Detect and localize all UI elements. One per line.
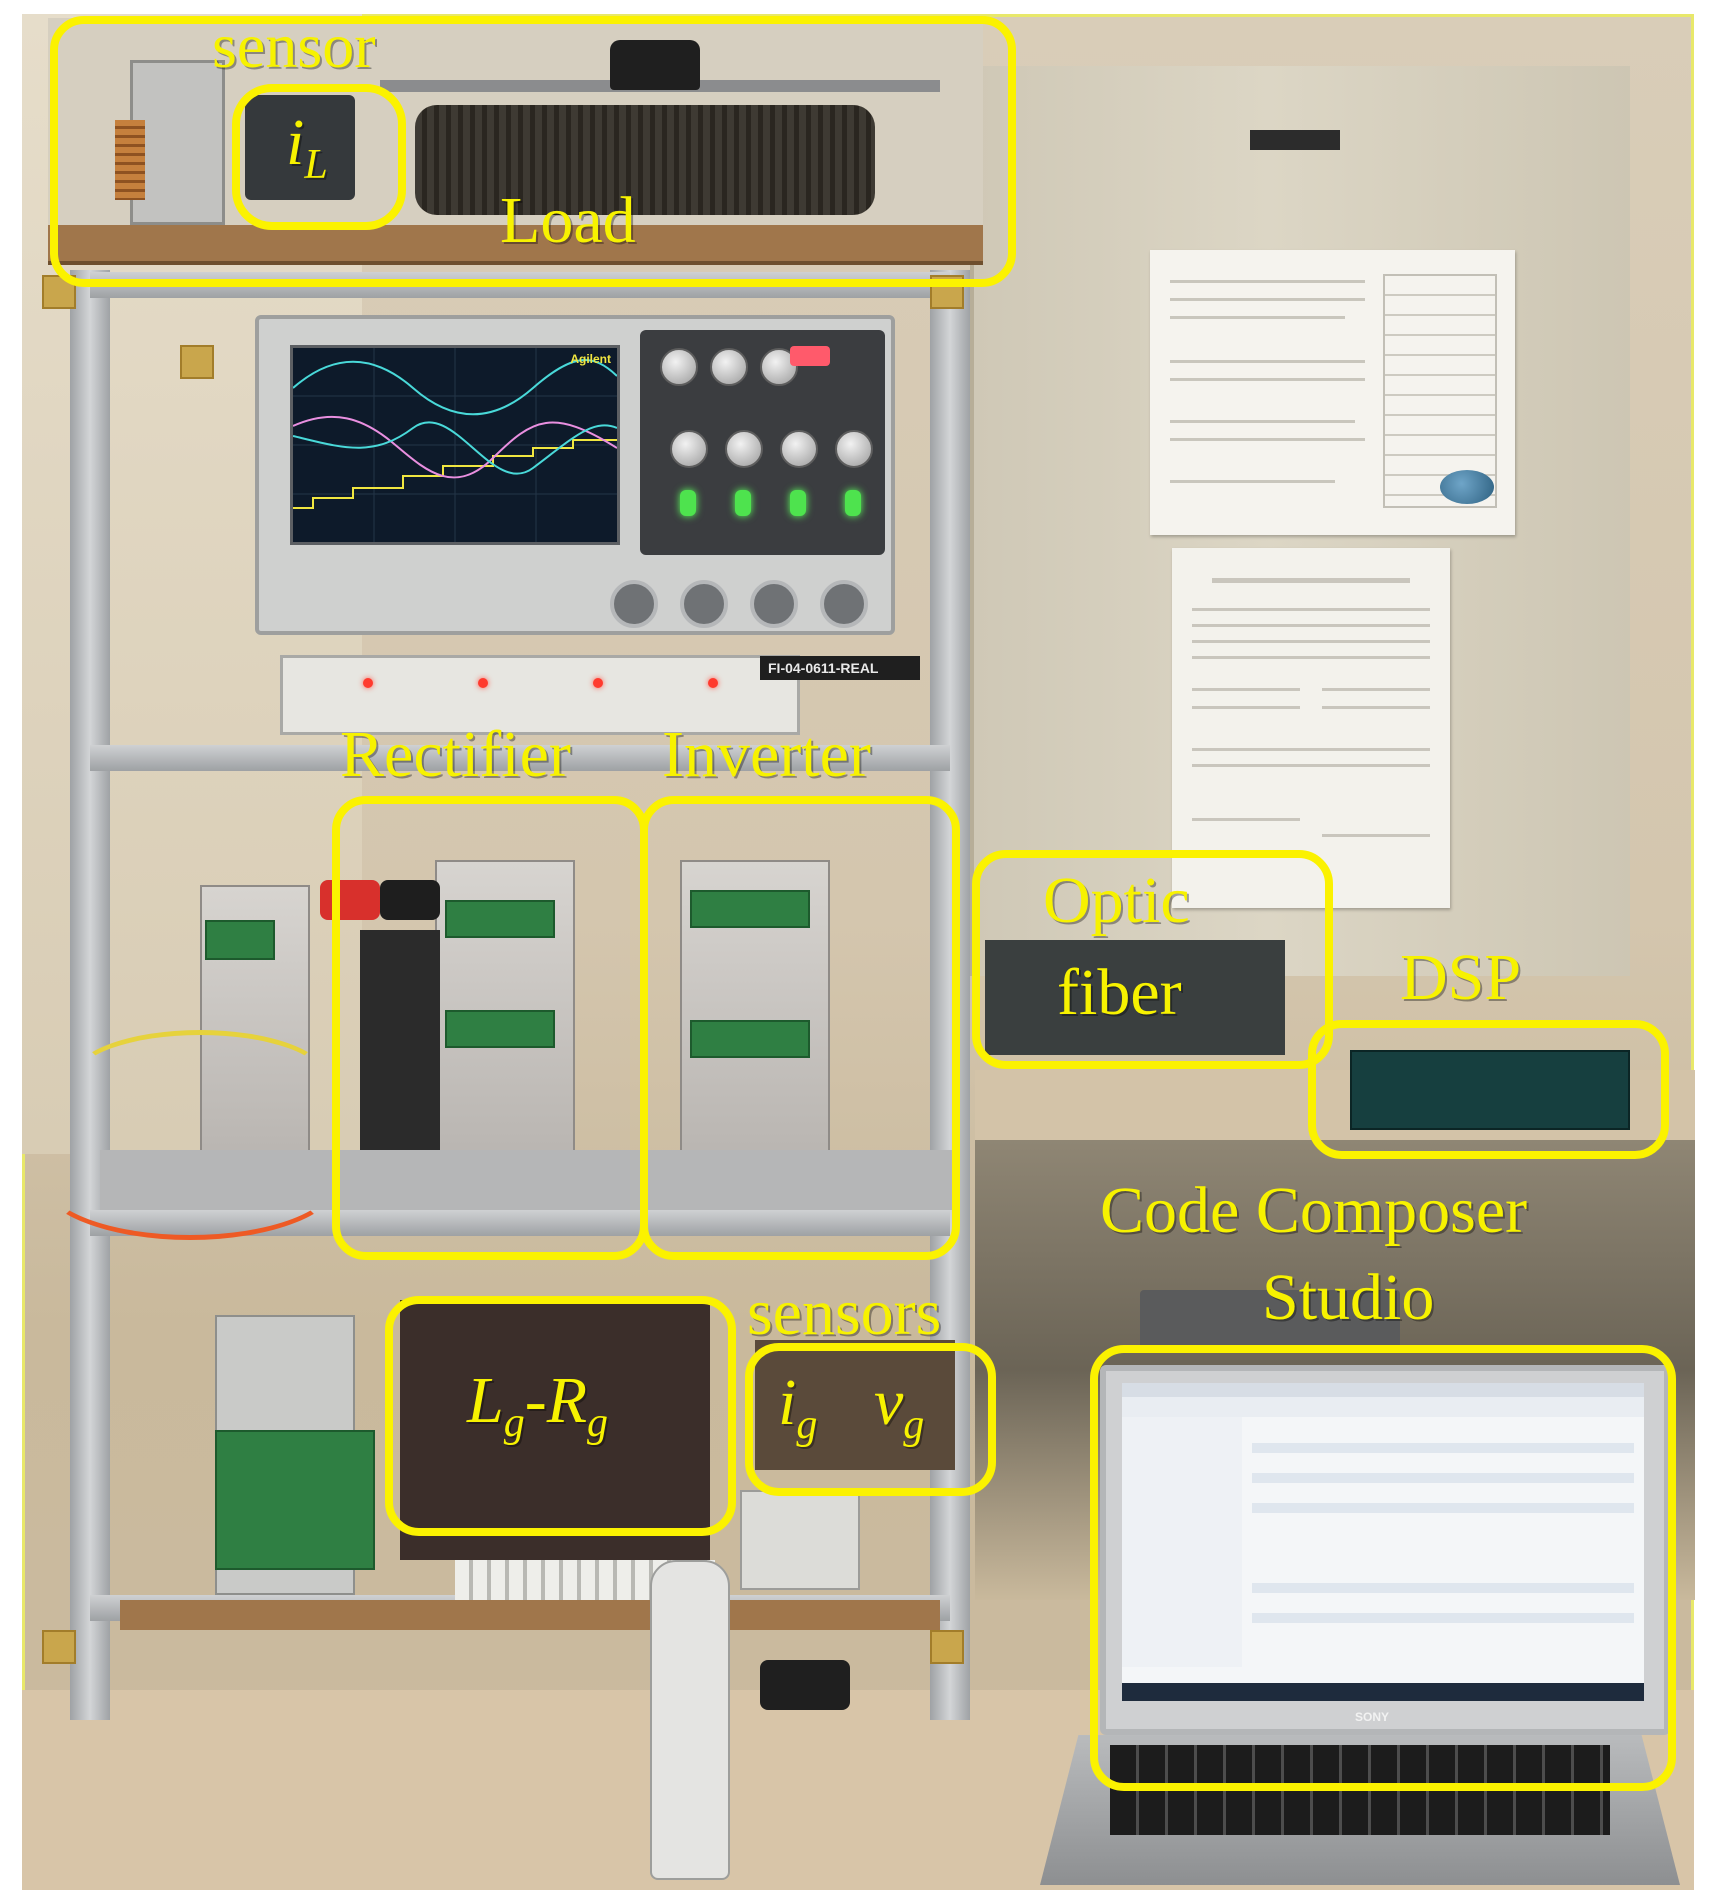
- scope-knob[interactable]: [780, 430, 818, 468]
- optic-fiber-annotation-box: [972, 850, 1333, 1069]
- load-annotation-box: [50, 16, 1016, 287]
- grid-current-symbol: i: [778, 1366, 797, 1439]
- orange-cable: [40, 1120, 340, 1240]
- rack-bracket: [180, 345, 214, 379]
- fiber-label: fiber: [1057, 956, 1182, 1029]
- resistor-slider-knob: [610, 40, 700, 90]
- probe-box: [760, 1660, 850, 1710]
- channel-led: [735, 490, 751, 516]
- optic-fiber-board: [985, 940, 1285, 1055]
- grid-inductance-subscript: g: [503, 1400, 525, 1446]
- grid-current-label: ig: [778, 1370, 818, 1448]
- pcb: [690, 890, 810, 928]
- grid-inductance-symbol: L: [467, 1364, 504, 1437]
- optic-label: Optic: [1043, 864, 1190, 937]
- top-shelf-board: [48, 225, 983, 265]
- probe-power-strip: [280, 655, 800, 735]
- code-composer-annotation-box: [1090, 1345, 1676, 1791]
- lower-board: [120, 1600, 940, 1630]
- posted-document-lower: [1172, 548, 1450, 908]
- rack-post-left: [70, 270, 110, 1720]
- load-sensor-annotation-box: [232, 84, 406, 230]
- grid-voltage-label: vg: [874, 1370, 925, 1448]
- grid-resistance-subscript: g: [587, 1400, 609, 1446]
- grid-impedance-dash: -: [524, 1364, 547, 1437]
- channel-led: [680, 490, 696, 516]
- input-port[interactable]: [820, 580, 868, 628]
- heatsink: [360, 930, 440, 1150]
- red-probe: [320, 880, 380, 920]
- mug: [1440, 470, 1494, 504]
- sensor-pcb: [215, 1430, 375, 1570]
- equipment-tag-text: FI-04-0611-REAL: [768, 660, 879, 676]
- pcb: [205, 920, 275, 960]
- transformer: [130, 60, 225, 225]
- grid-voltage-symbol: v: [874, 1366, 904, 1439]
- grid-impedance-label: Lg-Rg: [467, 1368, 609, 1446]
- grid-impedance-annotation-box: [385, 1296, 736, 1536]
- dsp-board-icon: [1350, 1050, 1630, 1130]
- inverter-label: Inverter: [662, 718, 871, 791]
- equipment-tag: FI-04-0611-REAL: [760, 656, 920, 680]
- pcb: [445, 1010, 555, 1048]
- laptop-brand: SONY: [1355, 1708, 1415, 1724]
- grid-sensors-annotation-box: [745, 1343, 996, 1496]
- resistive-load-icon: [415, 105, 875, 215]
- trigger-led: [790, 346, 830, 366]
- laptop-taskbar: [1122, 1683, 1644, 1701]
- input-port[interactable]: [680, 580, 728, 628]
- laptop-brand-text: SONY: [1355, 1710, 1390, 1724]
- rack-bracket: [930, 1630, 964, 1664]
- second-oscilloscope: [1140, 1290, 1400, 1350]
- rectifier-label: Rectifier: [340, 718, 571, 791]
- scope-knob[interactable]: [670, 430, 708, 468]
- grid-current-subscript: g: [796, 1402, 818, 1448]
- pcb: [690, 1020, 810, 1058]
- scope-knob[interactable]: [710, 348, 748, 386]
- grid-impedance-board: [400, 1300, 710, 1560]
- load-current-subscript: L: [304, 142, 328, 188]
- scope-knob[interactable]: [725, 430, 763, 468]
- grid-voltage-subscript: g: [903, 1402, 925, 1448]
- scope-knob[interactable]: [660, 348, 698, 386]
- scope-brand-label: Agilent: [570, 352, 611, 366]
- channel-led: [845, 490, 861, 516]
- black-probe: [380, 880, 440, 920]
- code-composer-label: Code Composer: [1100, 1174, 1528, 1247]
- input-port[interactable]: [610, 580, 658, 628]
- dsp-label: DSP: [1400, 941, 1522, 1014]
- rack-bracket: [42, 1630, 76, 1664]
- sensors-label: sensors: [747, 1276, 942, 1349]
- load-label: Load: [500, 184, 636, 257]
- sensor-top-label: sensor: [212, 10, 376, 81]
- circuit-breaker: [740, 1490, 860, 1590]
- load-current-symbol: i: [286, 106, 305, 179]
- input-port[interactable]: [750, 580, 798, 628]
- grid-sensor-board: [755, 1340, 955, 1470]
- dsp-annotation-box: [1308, 1020, 1669, 1159]
- grid-resistance-symbol: R: [546, 1364, 588, 1437]
- laptop-screen: [1122, 1383, 1644, 1701]
- studio-label: Studio: [1262, 1261, 1435, 1334]
- oscilloscope-control-panel: [640, 330, 885, 555]
- oscilloscope-inputs: [610, 580, 880, 630]
- inverter-annotation-box: [640, 796, 960, 1260]
- cabinet-tag: [1250, 130, 1340, 150]
- current-clamp-icon: [650, 1560, 730, 1880]
- load-current-label: iL: [286, 110, 328, 188]
- coil: [115, 120, 145, 200]
- rack-shelf-upper: [90, 745, 950, 771]
- oscilloscope-screen: Agilent: [290, 345, 620, 545]
- scope-knob[interactable]: [835, 430, 873, 468]
- yellow-cable: [70, 1030, 330, 1130]
- pcb: [445, 900, 555, 938]
- rectifier-annotation-box: [332, 796, 648, 1260]
- channel-led: [790, 490, 806, 516]
